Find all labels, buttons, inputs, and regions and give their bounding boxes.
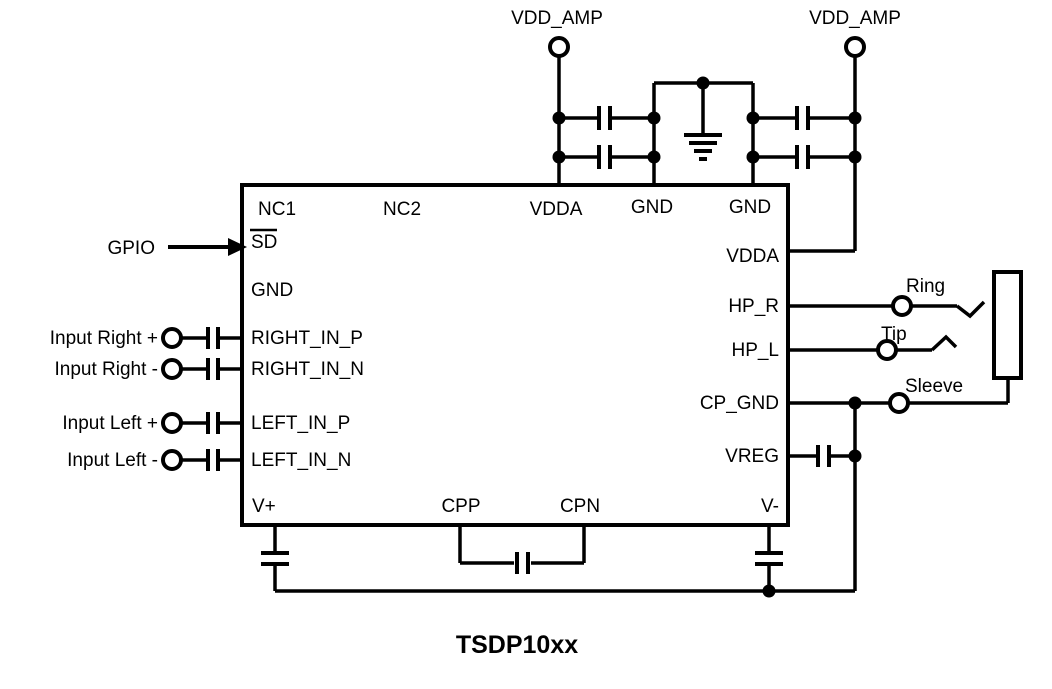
input-right-n-terminal: [161, 358, 183, 380]
pin-hp-l: HP_L: [731, 340, 779, 361]
pin-v-minus: V-: [761, 496, 779, 517]
tip-switch-contact: [930, 334, 958, 352]
pin-gnd-top1: GND: [631, 197, 673, 218]
headphone-jack-network: Ring Tip Sleeve: [788, 270, 1023, 591]
pin-cpn: CPN: [560, 496, 600, 517]
vdd-amp-left-label: VDD_AMP: [511, 8, 603, 29]
pin-sd: SD: [251, 232, 277, 253]
junction-dot: [647, 150, 661, 164]
junction-dot: [762, 584, 776, 598]
gpio-label: GPIO: [107, 238, 155, 259]
tip-label: Tip: [881, 324, 907, 345]
pin-gnd-top2: GND: [729, 197, 771, 218]
input-left-n-branch: Input Left -: [67, 449, 242, 471]
vdd-amp-right-terminal: [844, 36, 866, 58]
bottom-cap-network: [261, 525, 855, 598]
junction-dot: [552, 150, 566, 164]
input-right-n-label: Input Right -: [55, 359, 159, 380]
junction-dot: [696, 76, 710, 90]
input-left-n-label: Input Left -: [67, 450, 158, 471]
vdd-amp-left-terminal: [548, 36, 570, 58]
junction-dot: [552, 111, 566, 125]
input-network: GPIO Input Right + Input Right - Input L…: [50, 238, 247, 471]
vreg-cap: [788, 445, 862, 467]
pin-hp-r: HP_R: [728, 296, 779, 317]
supply-network: VDD_AMP: [511, 8, 901, 253]
vdd-amp-right-label: VDD_AMP: [809, 8, 901, 29]
pin-right-in-p: RIGHT_IN_P: [251, 328, 363, 349]
pin-nc1: NC1: [258, 199, 296, 220]
v-minus-cap: [755, 525, 783, 591]
junction-dot: [848, 150, 862, 164]
pin-left-in-p: LEFT_IN_P: [251, 413, 350, 434]
input-left-p-terminal: [161, 412, 183, 434]
decoupling-cap-right-2: [753, 145, 855, 169]
input-left-p-label: Input Left +: [62, 413, 158, 434]
input-right-p-label: Input Right +: [50, 328, 158, 349]
input-right-p-terminal: [161, 327, 183, 349]
input-left-n-terminal: [161, 449, 183, 471]
schematic-caption: TSDP10xx: [456, 631, 578, 659]
pin-vdda-top: VDDA: [530, 199, 583, 220]
ic-body: [240, 183, 790, 527]
pin-cp-gnd: CP_GND: [700, 393, 779, 414]
pin-cpp: CPP: [441, 496, 480, 517]
v-plus-cap: [261, 525, 289, 591]
pin-nc2: NC2: [383, 199, 421, 220]
pin-gnd-left: GND: [251, 280, 293, 301]
pin-v-plus: V+: [252, 496, 276, 517]
input-right-p-branch: Input Right +: [50, 327, 242, 349]
junction-dot: [848, 111, 862, 125]
ring-switch-contact: [955, 300, 986, 319]
input-left-p-branch: Input Left +: [62, 412, 242, 434]
junction-dot: [746, 111, 760, 125]
gpio-arrowhead: [228, 238, 247, 256]
pin-vdda-right: VDDA: [726, 246, 779, 267]
ring-terminal: [891, 295, 913, 317]
pin-right-in-n: RIGHT_IN_N: [251, 359, 364, 380]
flying-cap: [458, 525, 586, 574]
ground-symbol: [684, 83, 722, 161]
ic-pin-labels: NC1 NC2 VDDA GND GND SD GND RIGHT_IN_P R…: [250, 197, 779, 517]
junction-dot: [746, 150, 760, 164]
decoupling-cap-left-2: [559, 145, 654, 169]
input-right-n-branch: Input Right -: [55, 358, 242, 380]
decoupling-cap-right-1: [753, 106, 855, 130]
jack-body: [992, 270, 1023, 380]
sleeve-label: Sleeve: [905, 376, 963, 397]
decoupling-cap-left-1: [559, 106, 654, 130]
pin-vreg: VREG: [725, 446, 779, 467]
junction-dot: [647, 111, 661, 125]
pin-left-in-n: LEFT_IN_N: [251, 450, 351, 471]
ring-label: Ring: [906, 276, 945, 297]
